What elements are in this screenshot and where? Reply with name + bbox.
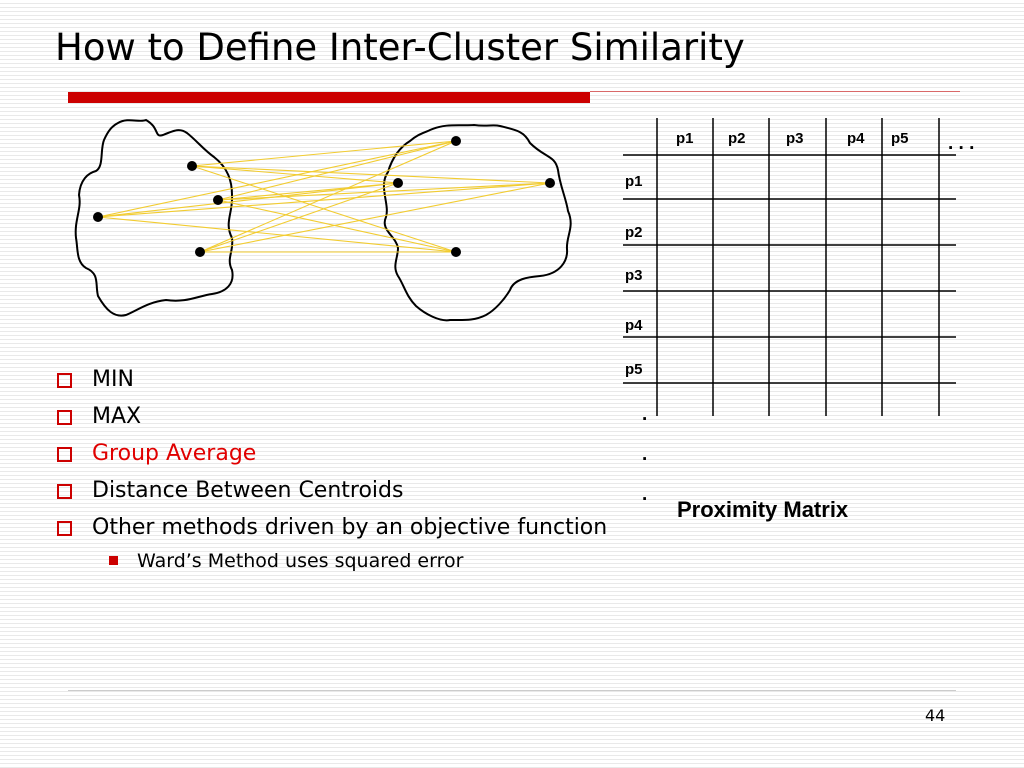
bullet-text: Group Average <box>92 441 257 466</box>
link-line <box>191 165 551 184</box>
link-line <box>191 140 457 167</box>
matrix-column-header: p4 <box>847 130 865 147</box>
link-line <box>217 182 399 201</box>
link-line <box>217 199 457 253</box>
cluster-outlines <box>74 118 572 322</box>
hollow-square-bullet-icon <box>57 521 72 536</box>
bullet-text: Distance Between Centroids <box>92 478 404 503</box>
bullet-max: MAX <box>55 403 615 430</box>
matrix-column-header: p5 <box>891 130 909 147</box>
hollow-square-bullet-icon <box>57 484 72 499</box>
link-line <box>97 216 457 253</box>
bullet-centroids: Distance Between Centroids <box>55 477 615 504</box>
page-number: 44 <box>925 706 946 725</box>
hollow-square-bullet-icon <box>57 410 72 425</box>
link-line <box>199 182 399 253</box>
link-lines <box>97 140 551 253</box>
cluster-points <box>93 136 555 257</box>
link-line <box>97 182 551 218</box>
matrix-column-header: p1 <box>676 130 694 147</box>
link-line <box>199 140 457 253</box>
left-cluster-point <box>93 212 103 222</box>
matrix-row-header: p4 <box>625 317 643 334</box>
left-cluster-point <box>187 161 197 171</box>
proximity-matrix: p1 p2 p3 p4 p5 p1 p2 p3 p4 p5 . . . . . . <box>623 118 974 505</box>
right-cluster-point <box>451 247 461 257</box>
title-underline-rule <box>590 91 960 92</box>
matrix-headers: p1 p2 p3 p4 p5 p1 p2 p3 p4 p5 <box>625 130 909 378</box>
bullet-text: MAX <box>92 404 142 429</box>
title-underline-bar <box>68 92 590 103</box>
cluster-diagram: p1 p2 p3 p4 p5 p1 p2 p3 p4 p5 . . . . . . <box>74 118 974 505</box>
bullet-text: Other methods driven by an objective fun… <box>92 515 608 540</box>
hollow-square-bullet-icon <box>57 373 72 388</box>
matrix-row-header: p2 <box>625 224 643 241</box>
bullet-group-average: Group Average <box>55 440 615 467</box>
left-cluster-outline <box>74 118 234 317</box>
link-line <box>191 165 399 184</box>
matrix-ellipsis-vertical-3: . <box>642 484 647 505</box>
matrix-row-header: p3 <box>625 267 643 284</box>
matrix-grid <box>623 118 956 416</box>
link-line <box>97 182 399 218</box>
matrix-caption: Proximity Matrix <box>677 497 849 522</box>
link-line <box>97 140 457 218</box>
matrix-ellipsis-vertical-1: . <box>642 404 647 425</box>
matrix-ellipsis-vertical-2: . <box>642 444 647 465</box>
matrix-row-header: p5 <box>625 361 643 378</box>
bullet-min: MIN <box>55 366 615 393</box>
filled-square-bullet-icon <box>109 556 118 565</box>
left-cluster-point <box>195 247 205 257</box>
right-cluster-outline <box>383 123 572 322</box>
hollow-square-bullet-icon <box>57 447 72 462</box>
footer-rule <box>68 690 956 691</box>
bullet-list: MIN MAX Group Average Distance Between C… <box>55 366 615 573</box>
sub-bullet-text: Ward’s Method uses squared error <box>137 550 464 572</box>
right-cluster-point <box>545 178 555 188</box>
right-cluster-point <box>393 178 403 188</box>
matrix-row-header: p1 <box>625 173 643 190</box>
right-cluster-point <box>451 136 461 146</box>
link-line <box>199 182 551 253</box>
matrix-ellipsis-horizontal: . . . <box>948 133 974 154</box>
link-line <box>217 140 457 201</box>
matrix-column-header: p2 <box>728 130 746 147</box>
matrix-column-header: p3 <box>786 130 804 147</box>
sub-bullet-ward: Ward’s Method uses squared error <box>55 549 615 573</box>
bullet-other-methods: Other methods driven by an objective fun… <box>55 514 615 541</box>
slide-title: How to Define Inter-Cluster Similarity <box>55 26 745 69</box>
bullet-text: MIN <box>92 367 134 392</box>
left-cluster-point <box>213 195 223 205</box>
